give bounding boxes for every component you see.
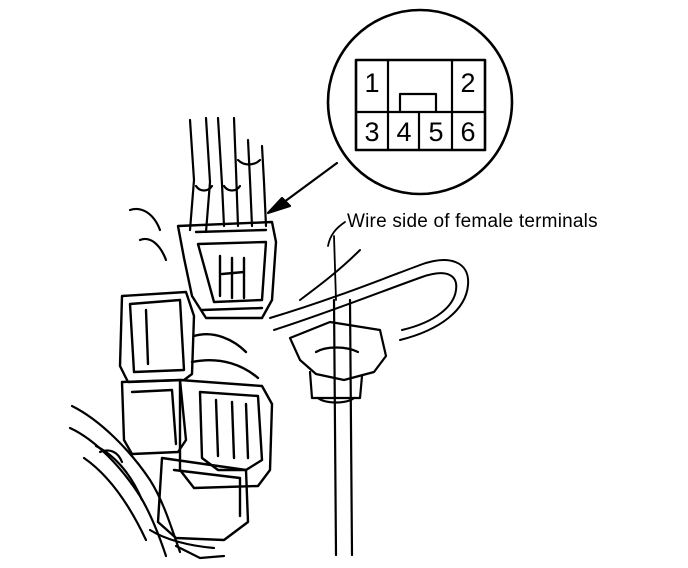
wire-harness-loop xyxy=(269,249,470,341)
connector-face-callout xyxy=(326,8,514,196)
upper-wires xyxy=(128,116,268,262)
diagram-caption: Wire side of female terminals xyxy=(347,211,598,232)
pin-label-4: 4 xyxy=(396,117,412,147)
pin-label-1: 1 xyxy=(364,68,380,98)
pin-label-5: 5 xyxy=(428,117,444,147)
lower-wires xyxy=(68,404,226,560)
lower-connector-left xyxy=(120,378,188,456)
caption-leader xyxy=(327,221,346,301)
callout-arrow xyxy=(266,161,339,215)
middle-connector xyxy=(118,290,260,384)
mounting-rod xyxy=(288,298,388,557)
lower-connector-right xyxy=(156,378,274,542)
pin-label-6: 6 xyxy=(460,117,476,147)
upper-connector xyxy=(176,220,278,320)
pin-label-3: 3 xyxy=(364,117,380,147)
pin-label-2: 2 xyxy=(460,68,476,98)
